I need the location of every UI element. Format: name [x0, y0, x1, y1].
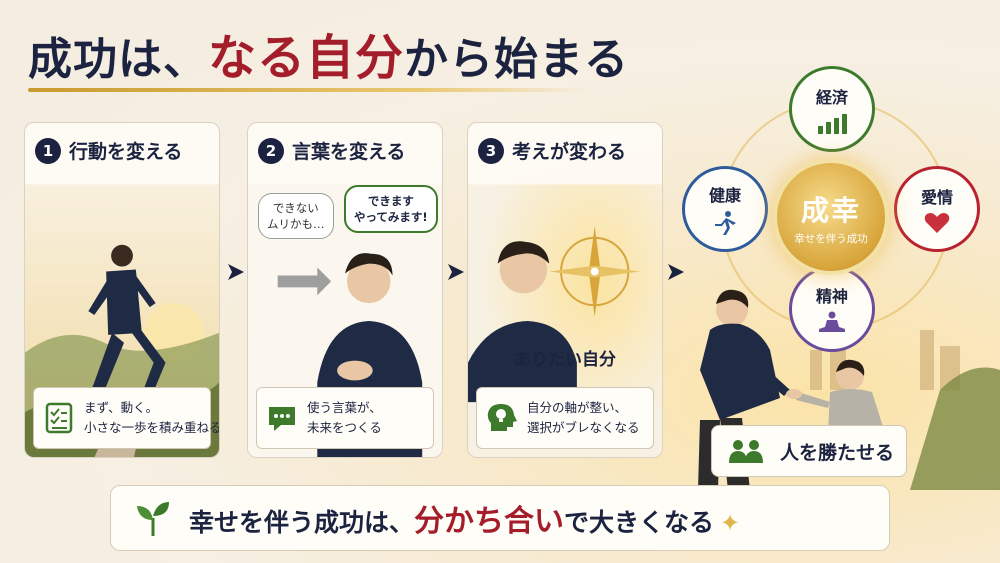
health-label: 健康: [708, 186, 741, 205]
empower-others-label: 人を勝たせる: [780, 441, 895, 464]
spirit-label: 精神: [815, 287, 848, 306]
step-1-caption-line1: まず、動く。: [84, 400, 159, 415]
step-3-heading: 3 考えが変わる: [478, 137, 626, 164]
step-3-caption-line1: 自分の軸が整い、: [527, 400, 628, 415]
step-number-badge: 3: [478, 137, 504, 164]
step-1-title: 行動を変える: [69, 141, 183, 163]
step-panel-2: 2 言葉を変える できない ムリかも… できます やってみます! 使う言葉が、 …: [247, 122, 443, 458]
step-2-caption-line1: 使う言葉が、: [307, 400, 382, 415]
empower-others-box: 人を勝たせる: [711, 425, 907, 477]
step-number-badge: 2: [258, 137, 284, 164]
step-2-title: 言葉を変える: [292, 141, 406, 163]
step-2-caption-line2: 未来をつくる: [307, 420, 382, 435]
sparkle-icon: ✦: [720, 509, 741, 537]
center-subtitle: 幸せを伴う成功: [794, 232, 868, 245]
lightbulb-head-icon: [487, 404, 517, 431]
title-underline: [28, 88, 588, 92]
health-circle: 健康: [682, 166, 768, 252]
step-1-heading: 1 行動を変える: [35, 137, 182, 164]
meditation-icon: [819, 311, 845, 332]
bottom-banner: 幸せを伴う成功は、分かち合いで大きくなる✦: [110, 485, 890, 551]
center-title: 成幸: [800, 193, 861, 227]
center-success-circle: 成幸 幸せを伴う成功: [773, 159, 889, 275]
banner-part1: 幸せを伴う成功は、: [189, 508, 415, 537]
negative-speech-bubble: できない ムリかも…: [258, 193, 334, 239]
love-circle: 愛情: [894, 166, 980, 252]
spirit-circle: 精神: [789, 266, 875, 352]
love-label: 愛情: [920, 188, 953, 207]
step-panel-1: 1 行動を変える まず、動く。 小さな一歩を積み重ねる: [24, 122, 220, 458]
speech-bubble-icon: [269, 407, 295, 431]
ideal-self-label: ありたい自分: [514, 350, 616, 370]
step-3-caption-line2: 選択がブレなくなる: [527, 420, 640, 435]
page-title: 成功は、なる自分から始まる: [28, 18, 629, 88]
step-2-heading: 2 言葉を変える: [258, 137, 405, 164]
banner-accent: 分かち合い: [414, 504, 565, 539]
step-panel-3: 3 考えが変わる ありたい自分 自分の軸が整い、 選択がブレなくなる: [467, 122, 663, 458]
arrow-right-icon: [668, 264, 684, 280]
bubble-before-line1: できない: [272, 201, 319, 215]
running-icon: [715, 211, 736, 235]
banner-part2: で大きくなる: [564, 508, 715, 537]
bubble-before-line2: ムリかも…: [267, 217, 325, 231]
title-part1: 成功は、: [28, 34, 208, 85]
title-part2: から始まる: [404, 34, 630, 85]
step-2-caption: 使う言葉が、 未来をつくる: [256, 387, 434, 449]
step-3-title: 考えが変わる: [512, 141, 627, 163]
heart-icon: [924, 213, 950, 233]
compass-icon: [549, 225, 641, 318]
economy-label: 経済: [815, 88, 848, 107]
step-1-caption-line2: 小さな一歩を積み重ねる: [84, 420, 220, 435]
positive-speech-bubble: できます やってみます!: [344, 185, 438, 233]
growth-chart-icon: [818, 114, 847, 134]
bubble-after-line1: できます: [367, 194, 414, 208]
economy-circle: 経済: [789, 66, 875, 152]
step-number-badge: 1: [35, 137, 61, 164]
arrow-right-icon: [228, 264, 244, 280]
arrow-right-icon: [448, 264, 464, 280]
bubble-after-line2: やってみます!: [354, 210, 428, 224]
sprout-icon: [137, 502, 169, 536]
step-1-caption: まず、動く。 小さな一歩を積み重ねる: [33, 387, 219, 449]
people-icon: [729, 440, 763, 463]
step-3-caption: 自分の軸が整い、 選択がブレなくなる: [476, 387, 654, 449]
title-accent: なる自分: [208, 30, 405, 86]
checklist-icon: [45, 402, 73, 434]
